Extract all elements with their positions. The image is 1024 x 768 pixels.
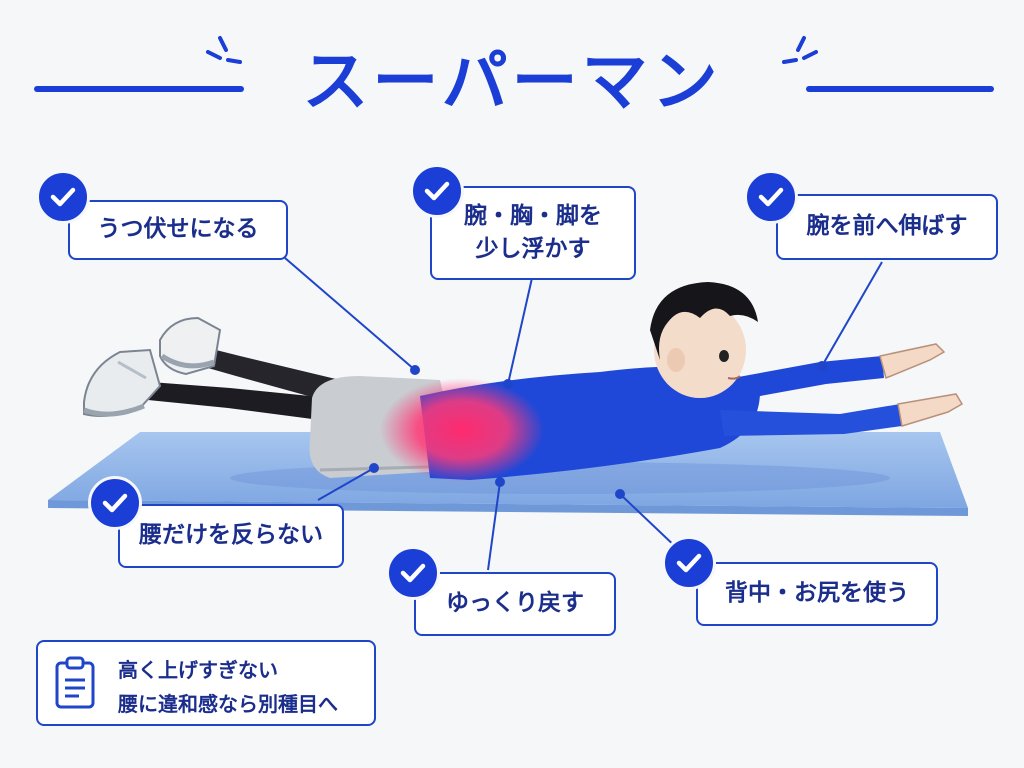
callout-back: 腰だけを反らない — [118, 504, 344, 568]
shoe-front-icon — [159, 316, 222, 376]
title-rule-right — [806, 86, 994, 92]
clipboard-icon — [55, 656, 95, 709]
check-icon — [410, 164, 464, 218]
title-rule-left — [34, 86, 244, 92]
callout-lift: 腕・胸・脚を 少し浮かす — [430, 186, 636, 280]
callout-prone: うつ伏せになる — [68, 200, 288, 260]
check-icon — [662, 536, 716, 590]
head-icon — [650, 282, 758, 398]
check-icon — [386, 546, 440, 600]
check-icon — [36, 170, 90, 224]
callout-slow: ゆっくり戻す — [414, 572, 616, 636]
caution-note: 高く上げすぎない 腰に違和感なら別種目へ — [36, 640, 376, 726]
check-icon — [88, 476, 142, 530]
check-icon — [744, 170, 798, 224]
sparkle-right-icon — [782, 36, 818, 64]
note-line-1: 高く上げすぎない — [118, 658, 278, 682]
page-title: スーパーマン — [302, 43, 722, 120]
note-line-2: 腰に違和感なら別種目へ — [118, 692, 338, 716]
callout-reach: 腕を前へ伸ばす — [776, 194, 998, 260]
callout-glutes: 背中・お尻を使う — [696, 562, 938, 626]
sparkle-left-icon — [206, 36, 242, 64]
shoe-back-icon — [83, 348, 162, 417]
